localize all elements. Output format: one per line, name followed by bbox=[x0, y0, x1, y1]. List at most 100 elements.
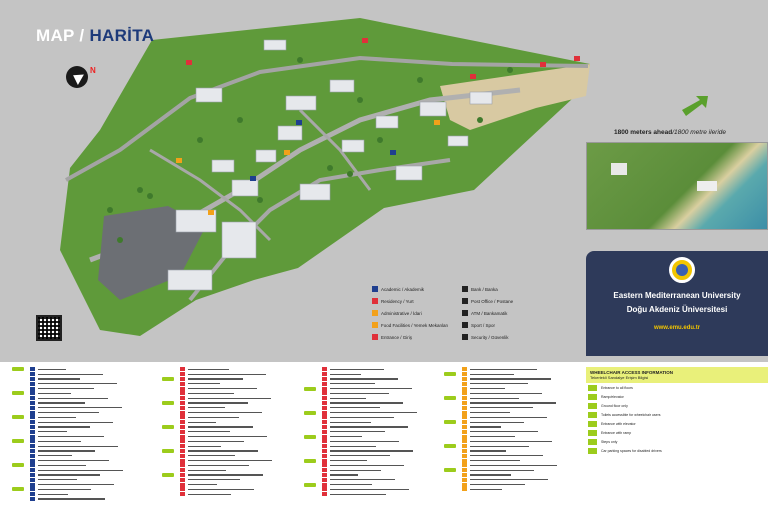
index-row[interactable] bbox=[462, 424, 602, 430]
index-row[interactable] bbox=[30, 496, 170, 502]
index-row[interactable] bbox=[180, 429, 320, 434]
index-row[interactable] bbox=[180, 420, 320, 425]
index-row[interactable] bbox=[462, 415, 602, 420]
index-row[interactable] bbox=[12, 463, 170, 468]
index-row[interactable] bbox=[462, 429, 602, 434]
index-row[interactable] bbox=[322, 453, 462, 458]
index-row[interactable] bbox=[304, 434, 462, 439]
index-row[interactable] bbox=[462, 463, 602, 468]
index-row[interactable] bbox=[322, 429, 462, 434]
index-row[interactable] bbox=[444, 420, 602, 425]
index-row[interactable] bbox=[30, 482, 170, 487]
index-row[interactable] bbox=[462, 391, 602, 396]
index-row[interactable] bbox=[462, 410, 602, 415]
index-row[interactable] bbox=[180, 487, 320, 492]
qr-code-icon[interactable] bbox=[36, 315, 62, 341]
index-row[interactable] bbox=[30, 405, 170, 410]
index-row[interactable] bbox=[180, 415, 320, 420]
index-row[interactable] bbox=[162, 376, 320, 382]
index-row[interactable] bbox=[30, 434, 170, 439]
index-row[interactable] bbox=[304, 458, 462, 463]
index-row[interactable] bbox=[322, 424, 462, 430]
campus-map-drawing[interactable] bbox=[0, 0, 768, 362]
index-row[interactable] bbox=[180, 482, 320, 487]
index-row[interactable] bbox=[180, 367, 320, 372]
index-row[interactable] bbox=[30, 468, 170, 473]
index-row[interactable] bbox=[322, 391, 462, 396]
index-row[interactable] bbox=[462, 453, 602, 458]
index-row[interactable] bbox=[322, 381, 462, 386]
index-row[interactable] bbox=[162, 448, 320, 454]
index-row[interactable] bbox=[180, 434, 320, 439]
index-row[interactable] bbox=[462, 439, 602, 444]
index-row[interactable] bbox=[462, 477, 602, 482]
index-row[interactable] bbox=[462, 405, 602, 410]
index-row[interactable] bbox=[180, 444, 320, 449]
index-row[interactable] bbox=[180, 468, 320, 473]
index-row[interactable] bbox=[30, 472, 170, 478]
index-row[interactable] bbox=[180, 453, 320, 458]
index-row[interactable] bbox=[30, 396, 170, 401]
index-row[interactable] bbox=[322, 400, 462, 406]
index-row[interactable] bbox=[180, 372, 320, 377]
index-row[interactable] bbox=[180, 391, 320, 396]
index-row[interactable] bbox=[180, 410, 320, 415]
index-row[interactable] bbox=[30, 410, 170, 415]
index-row[interactable] bbox=[180, 405, 320, 410]
index-row[interactable] bbox=[30, 429, 170, 434]
index-row[interactable] bbox=[322, 448, 462, 454]
index-row[interactable] bbox=[322, 439, 462, 444]
index-row[interactable] bbox=[444, 372, 602, 377]
index-row[interactable] bbox=[462, 400, 602, 406]
index-row[interactable] bbox=[180, 439, 320, 444]
index-row[interactable] bbox=[30, 386, 170, 391]
index-row[interactable] bbox=[180, 492, 320, 497]
index-row[interactable] bbox=[322, 492, 462, 497]
index-row[interactable] bbox=[322, 372, 462, 377]
index-row[interactable] bbox=[162, 400, 320, 406]
index-row[interactable] bbox=[30, 372, 170, 377]
index-row[interactable] bbox=[462, 487, 602, 492]
index-row[interactable] bbox=[180, 381, 320, 386]
index-row[interactable] bbox=[444, 396, 602, 401]
index-row[interactable] bbox=[322, 487, 462, 492]
index-row[interactable] bbox=[12, 391, 170, 396]
index-row[interactable] bbox=[322, 367, 462, 372]
index-row[interactable] bbox=[30, 448, 170, 454]
index-row[interactable] bbox=[462, 448, 602, 454]
index-row[interactable] bbox=[462, 472, 602, 478]
university-website-link[interactable]: www.emu.edu.tr bbox=[653, 325, 701, 331]
index-row[interactable] bbox=[322, 415, 462, 420]
index-row[interactable] bbox=[322, 444, 462, 449]
index-row[interactable] bbox=[322, 463, 462, 468]
index-row[interactable] bbox=[462, 458, 602, 463]
index-row[interactable] bbox=[180, 386, 320, 391]
index-row[interactable] bbox=[322, 477, 462, 482]
index-row[interactable] bbox=[322, 405, 462, 410]
index-row[interactable] bbox=[30, 420, 170, 425]
index-row[interactable] bbox=[322, 468, 462, 473]
index-row[interactable] bbox=[444, 444, 602, 449]
index-row[interactable] bbox=[322, 420, 462, 425]
index-row[interactable] bbox=[322, 472, 462, 478]
index-row[interactable] bbox=[304, 410, 462, 415]
index-row[interactable] bbox=[30, 477, 170, 482]
index-row[interactable] bbox=[462, 434, 602, 439]
index-row[interactable] bbox=[180, 463, 320, 468]
index-row[interactable] bbox=[12, 367, 170, 372]
index-row[interactable] bbox=[162, 424, 320, 430]
index-row[interactable] bbox=[12, 439, 170, 444]
index-row[interactable] bbox=[462, 482, 602, 487]
index-row[interactable] bbox=[180, 477, 320, 482]
index-row[interactable] bbox=[12, 487, 170, 492]
index-row[interactable] bbox=[12, 415, 170, 420]
index-row[interactable] bbox=[304, 482, 462, 487]
index-row[interactable] bbox=[162, 472, 320, 478]
index-row[interactable] bbox=[30, 400, 170, 406]
index-row[interactable] bbox=[462, 381, 602, 386]
index-row[interactable] bbox=[180, 396, 320, 401]
index-row[interactable] bbox=[30, 444, 170, 449]
index-row[interactable] bbox=[444, 468, 602, 473]
index-row[interactable] bbox=[180, 458, 320, 463]
index-row[interactable] bbox=[304, 386, 462, 391]
